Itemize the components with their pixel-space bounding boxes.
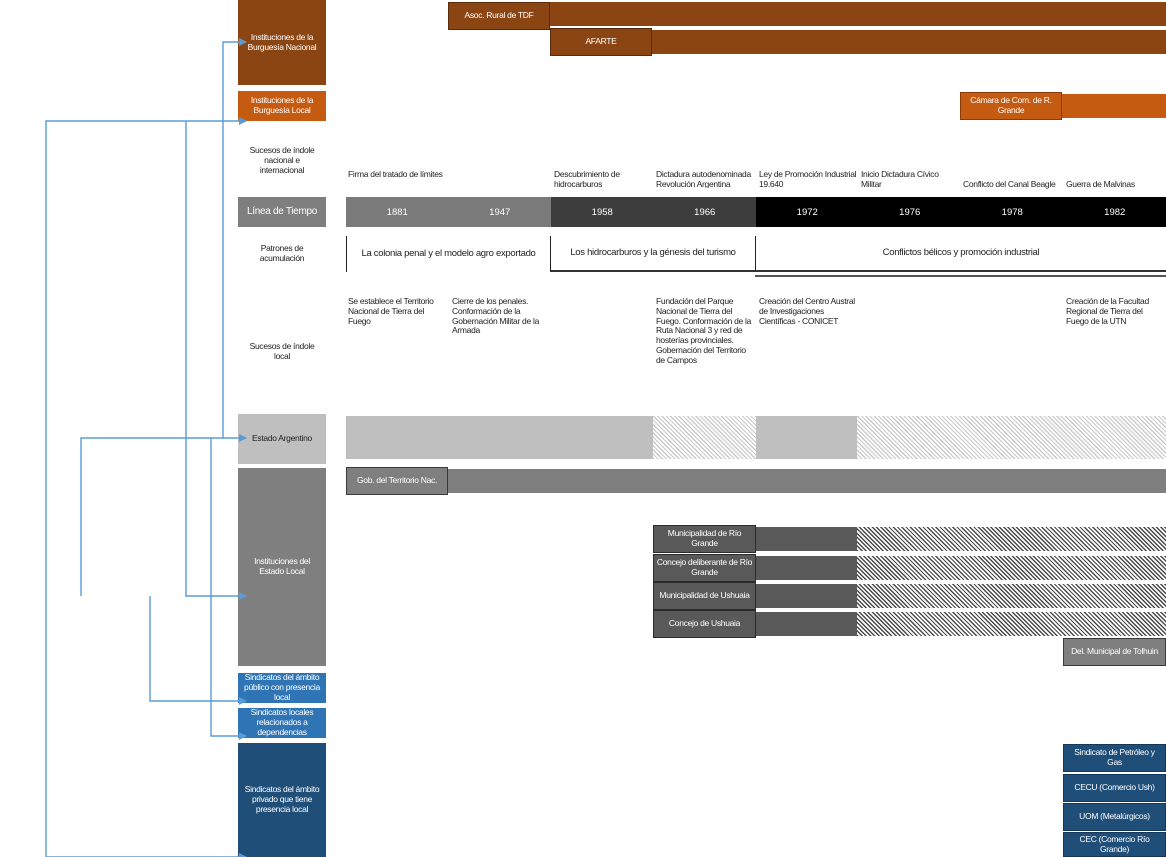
concejo-rio-grande-bar-hatched: [857, 556, 1166, 580]
estado-hatched-bar: [653, 416, 756, 459]
row-label-patrones: Patrones de acumulación: [259, 243, 305, 263]
row-label-estado-argentino: Estado Argentino: [238, 414, 326, 464]
timeline-year: 1978: [961, 197, 1064, 227]
local-event: Fundación del Parque Nacional de Tierra …: [656, 297, 752, 365]
muni-ushuaia-box: Municipalidad de Ushuaia: [653, 582, 756, 610]
national-event: Inicio Dictadura Cívico Militar: [861, 170, 939, 188]
muni-ushuaia-bar: [756, 584, 857, 608]
local-event: Se establece el Territorio Nacional de T…: [348, 297, 434, 326]
concejo-rio-grande-box: Concejo deliberante de Río Grande: [653, 554, 756, 582]
muni-rio-grande-box: Municipalidad de Río Grande: [653, 525, 756, 553]
asoc-rural-box: Asoc. Rural de TDF: [448, 2, 550, 30]
row-label-sind-privado: Sindicatos del ámbito privado que tiene …: [238, 743, 326, 857]
afarte-box: AFARTE: [550, 28, 652, 56]
national-event: Conflicto del Canal Beagle: [963, 180, 1056, 189]
muni-rio-grande-bar-hatched: [857, 527, 1166, 551]
concejo-ushuaia-box: Concejo de Ushuaia: [653, 610, 756, 638]
connector-to-sind-publico: [149, 596, 247, 705]
connector-to-burguesia-local: [45, 117, 247, 857]
union-petroleo-box: Sindicato de Petróleo y Gas: [1063, 744, 1166, 772]
timeline-year: 1947: [448, 197, 551, 227]
camara-box: Cámara de Com. de R. Grande: [960, 92, 1062, 120]
estado-solid-bar: [346, 416, 653, 459]
muni-rio-grande-bar: [756, 527, 857, 551]
connector-to-estado-argentino: [80, 434, 247, 596]
national-event: Firma del tratado de límites: [348, 170, 443, 179]
local-event: Creación del Centro Austral de Investiga…: [759, 297, 855, 326]
local-event: Cierre de los penales. Conformación de l…: [452, 297, 539, 336]
timeline-year: 1972: [756, 197, 859, 227]
row-label-burguesia-nacional: Instituciones de la Burguesía Nacional: [238, 0, 326, 85]
row-label-sind-locales: Sindicatos locales relacionados a depend…: [238, 707, 326, 738]
del-tolhuin-box: Del. Municipal de Tolhuin: [1063, 638, 1166, 666]
local-event: Creación de la Facultad Regional de Tier…: [1066, 297, 1149, 326]
asoc-rural-bar: [550, 2, 1166, 26]
union-cecu-box: CECU (Comercio Ush): [1063, 774, 1166, 802]
row-label-sind-publico: Sindicatos del ámbito público con presen…: [238, 672, 326, 703]
concejo-rio-grande-bar: [756, 556, 857, 580]
connector-to-estado-local: [185, 121, 247, 600]
camara-bar: [1062, 94, 1166, 118]
gob-territorio-bar: [448, 469, 1166, 493]
union-uom-box: UOM (Metalúrgicos): [1063, 803, 1166, 831]
row-label-linea-tiempo: Línea de Tiempo: [238, 197, 326, 227]
timeline-year: 1966: [653, 197, 756, 227]
row-label-estado-local: Instituciones del Estado Local: [238, 468, 326, 666]
period-hidrocarburos: Los hidrocarburos y la génesis del turis…: [550, 236, 755, 272]
row-label-sucesos-local: Sucesos de índole local: [249, 341, 315, 361]
timeline-year: 1958: [551, 197, 654, 227]
national-event: Ley de Promoción Industrial 19.640: [759, 170, 857, 188]
muni-ushuaia-bar-hatched: [857, 584, 1166, 608]
concejo-ushuaia-bar-hatched: [857, 612, 1166, 636]
period-underline: [755, 275, 1166, 277]
estado-hatched-bar: [857, 416, 1166, 459]
period-conflictos: Conflictos bélicos y promoción industria…: [755, 236, 1166, 272]
timeline-year: 1982: [1063, 197, 1166, 227]
concejo-ushuaia-bar: [756, 612, 857, 636]
row-label-burguesia-local: Instituciones de la Burguesía Local: [238, 91, 326, 121]
national-event: Descubrimiento de hidrocarburos: [554, 170, 620, 188]
timeline-year: 1881: [346, 197, 449, 227]
national-event: Dictadura autodenominada Revolución Arge…: [656, 170, 751, 188]
gob-territorio-box: Gob. del Territorio Nac.: [346, 467, 448, 495]
period-colonia: La colonia penal y el modelo agro export…: [346, 236, 550, 272]
afarte-bar: [652, 30, 1166, 54]
row-label-sucesos-nacional: Sucesos de índole nacional e internacion…: [249, 145, 315, 175]
estado-solid-bar: [756, 416, 857, 459]
union-cec-box: CEC (Comercio Río Grande): [1063, 832, 1166, 857]
timeline-year: 1976: [858, 197, 961, 227]
national-event: Guerra de Malvinas: [1066, 180, 1135, 189]
